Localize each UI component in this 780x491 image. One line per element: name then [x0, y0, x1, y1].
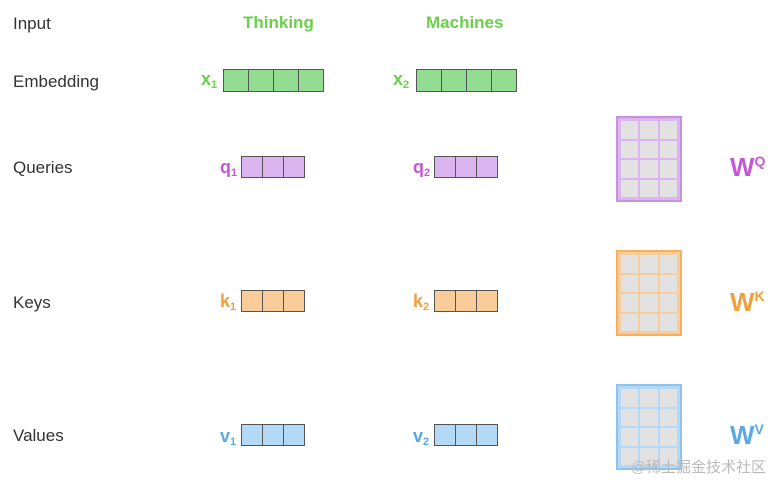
watermark: @稀土掘金技术社区: [630, 459, 766, 476]
row-label-values: Values: [13, 426, 64, 445]
embedding-x2-label: x2: [393, 69, 410, 91]
weight-wq-label: WQ: [730, 152, 766, 182]
key-k1-vector: [241, 290, 305, 312]
weight-matrix-wq: [616, 116, 682, 202]
input-word-thinking: Thinking: [243, 13, 314, 32]
value-v2-label: v2: [413, 426, 430, 448]
weight-wk-label: WK: [730, 287, 765, 317]
query-q1-label: q1: [220, 157, 238, 179]
row-label-input: Input: [13, 14, 51, 33]
weight-matrix-wk: [616, 250, 682, 336]
value-v1-vector: [241, 424, 305, 446]
row-label-embedding: Embedding: [13, 72, 100, 91]
key-k1-label: k1: [220, 291, 237, 313]
key-k2-vector: [434, 290, 498, 312]
embedding-x2-vector: [416, 69, 517, 92]
query-q2-label: q2: [413, 157, 431, 179]
weight-wv-label: WV: [730, 420, 764, 450]
embedding-x1-vector: [223, 69, 324, 92]
query-q2-vector: [434, 156, 498, 178]
input-word-machines: Machines: [426, 13, 504, 32]
query-q1-vector: [241, 156, 305, 178]
row-label-queries: Queries: [13, 158, 73, 177]
weight-matrix-wv: [616, 384, 682, 470]
row-label-keys: Keys: [13, 293, 51, 312]
value-v1-label: v1: [220, 426, 237, 448]
embedding-x1-label: x1: [201, 69, 218, 91]
value-v2-vector: [434, 424, 498, 446]
key-k2-label: k2: [413, 291, 430, 313]
